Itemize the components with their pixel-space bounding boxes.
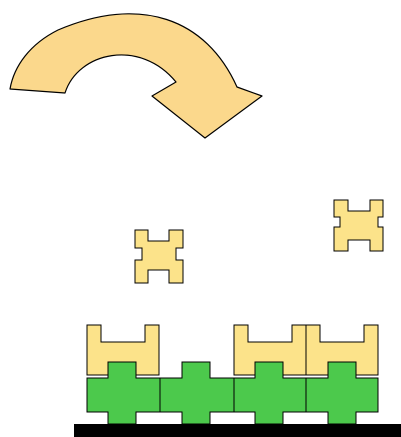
cross-block-row	[87, 362, 378, 424]
base-bar	[74, 424, 401, 437]
cross-block-2	[160, 362, 234, 424]
curved-arrow-icon	[10, 14, 262, 138]
h-block-floating-left	[135, 230, 183, 283]
h-block-floating-right	[334, 200, 383, 251]
